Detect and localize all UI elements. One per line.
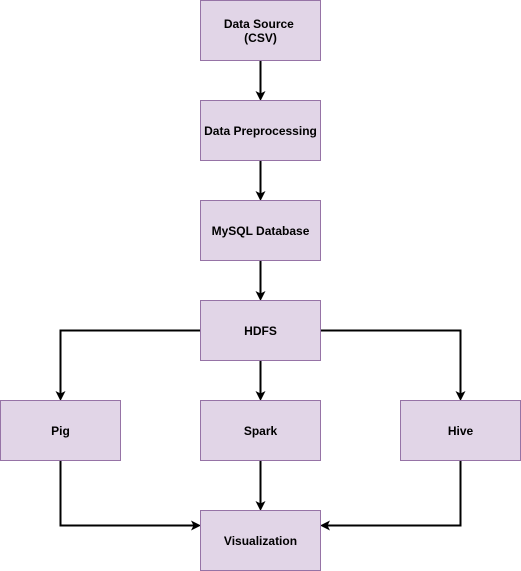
- node-data-source-label: Data Source (CSV): [224, 17, 297, 45]
- node-data-preprocessing-label: Data Preprocessing: [204, 124, 317, 138]
- edges: [55, 60, 466, 531]
- node-spark-box: [200, 400, 321, 461]
- edge-hdfs-to-pig: [55, 329, 201, 401]
- node-hdfs-label: HDFS: [244, 324, 277, 338]
- node-pig-box: [0, 400, 121, 461]
- node-hive-label: Hive: [448, 424, 474, 438]
- edge-hdfs-to-hive: [320, 329, 466, 401]
- node-data-source-label-line1: Data Source: [224, 17, 294, 31]
- edge-pig-to-visualization: [59, 460, 201, 531]
- node-mysql-database-box: [200, 200, 321, 261]
- node-data-source-label-line2: (CSV): [244, 31, 277, 45]
- node-visualization[interactable]: Visualization: [200, 510, 321, 571]
- node-visualization-label: Visualization: [224, 534, 297, 548]
- node-data-preprocessing[interactable]: Data Preprocessing: [200, 100, 321, 161]
- node-hive[interactable]: Hive: [400, 400, 521, 461]
- node-hdfs-box: [200, 300, 321, 361]
- node-data-preprocessing-box: [200, 100, 321, 161]
- node-data-source-box: [200, 0, 321, 61]
- node-mysql-database[interactable]: MySQL Database: [200, 200, 321, 261]
- edge-hive-to-visualization: [320, 460, 462, 531]
- node-hdfs[interactable]: HDFS: [200, 300, 321, 361]
- node-pig-label: Pig: [51, 424, 70, 438]
- node-mysql-database-label: MySQL Database: [212, 224, 310, 238]
- node-hive-box: [400, 400, 521, 461]
- node-pig[interactable]: Pig: [0, 400, 121, 461]
- node-data-source[interactable]: Data Source (CSV): [200, 0, 321, 61]
- node-spark-label: Spark: [244, 424, 278, 438]
- node-spark[interactable]: Spark: [200, 400, 321, 461]
